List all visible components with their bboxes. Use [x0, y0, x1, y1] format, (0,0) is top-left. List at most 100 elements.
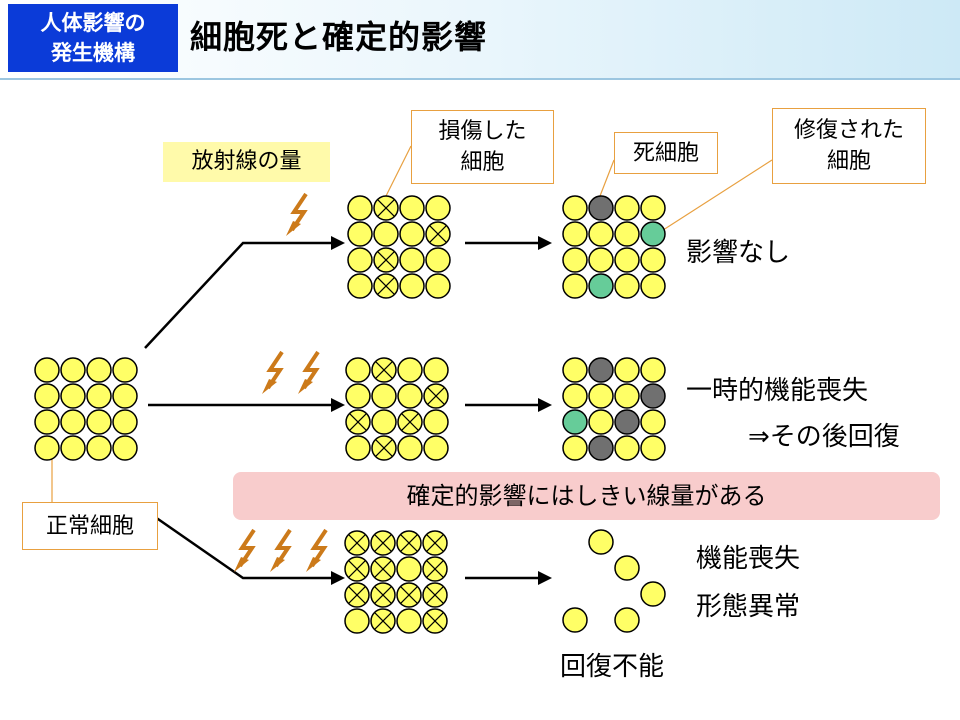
damage-mark	[426, 534, 444, 552]
cell-grid-normal	[34, 357, 138, 461]
normal-cell	[397, 357, 423, 383]
normal-cell	[34, 435, 60, 461]
normal-cell	[112, 357, 138, 383]
dead-callout-leader	[599, 159, 615, 197]
damage-mark	[377, 199, 395, 217]
normal-cell	[614, 247, 640, 273]
normal-cell	[588, 383, 614, 409]
normal-cell	[423, 409, 449, 435]
normal-cell	[34, 409, 60, 435]
damage-mark	[377, 277, 395, 295]
normal-cell	[588, 247, 614, 273]
damage-mark	[374, 560, 392, 578]
cell-grid-mid_result	[562, 357, 666, 461]
progress-arrow-head	[538, 571, 552, 585]
normal-cell	[399, 247, 425, 273]
normal-cell	[345, 383, 371, 409]
arrow-head	[331, 571, 345, 585]
damage-mark	[426, 612, 444, 630]
normal-cell	[640, 357, 666, 383]
normal-cell	[425, 273, 451, 299]
radiation-bolt-tip	[286, 221, 301, 236]
damage-mark	[426, 586, 444, 604]
dead-cell-label: 死細胞	[632, 140, 699, 166]
normal-cell	[562, 247, 588, 273]
threshold-banner: 確定的影響にはしきい線量がある	[233, 472, 940, 520]
normal-cell-label: 正常細胞	[45, 513, 134, 539]
repaired-cell-callout: 修復された 細胞	[772, 108, 926, 184]
dead-cell	[614, 409, 640, 435]
repaired-cell	[562, 409, 588, 435]
section-tag-line2: 発生機構	[51, 41, 135, 65]
repaired-cell-line1: 修復された	[793, 118, 904, 143]
repaired-cell-line2: 細胞	[826, 149, 871, 174]
normal-cell	[345, 435, 371, 461]
damage-mark	[348, 534, 366, 552]
normal-cell	[86, 383, 112, 409]
normal-cell	[86, 435, 112, 461]
radiation-bolt	[310, 528, 328, 568]
dead-scattered-cell	[588, 529, 614, 555]
damaged-callout-leader	[383, 145, 412, 201]
normal-cell	[640, 435, 666, 461]
damaged-cell-line1: 損傷した	[438, 119, 527, 144]
normal-cell	[562, 357, 588, 383]
cell-grid-high_damaged	[344, 530, 448, 634]
normal-cell	[112, 435, 138, 461]
damage-mark	[348, 586, 366, 604]
damage-mark	[400, 586, 418, 604]
normal-cell	[345, 357, 371, 383]
normal-cell	[347, 221, 373, 247]
arrow-head	[331, 236, 345, 250]
normal-cell	[640, 195, 666, 221]
damage-mark	[374, 586, 392, 604]
normal-cell	[34, 357, 60, 383]
normal-cell	[373, 221, 399, 247]
normal-cell	[614, 357, 640, 383]
repaired-cell	[588, 273, 614, 299]
cell-grid-low_result	[562, 195, 666, 299]
normal-cell	[112, 383, 138, 409]
damage-mark	[401, 413, 419, 431]
normal-cell	[399, 273, 425, 299]
section-tag-line1: 人体影響の	[40, 11, 146, 35]
normal-cell	[60, 435, 86, 461]
normal-cell	[562, 435, 588, 461]
normal-cell	[347, 247, 373, 273]
radiation-bolt-tip	[298, 379, 313, 394]
irrecoverable-label: 回復不能	[560, 652, 665, 682]
function-loss-label: 機能喪失	[696, 544, 801, 574]
normal-cell	[397, 383, 423, 409]
normal-cell	[112, 409, 138, 435]
dead-cell	[588, 357, 614, 383]
normal-cell	[344, 608, 370, 634]
dead-scattered-cell	[562, 607, 588, 633]
morphology-label: 形態異常	[696, 592, 801, 622]
no-effect-label: 影響なし	[686, 238, 791, 268]
dead-cell	[588, 435, 614, 461]
normal-cell	[562, 383, 588, 409]
normal-cell	[614, 383, 640, 409]
dead-cell	[588, 195, 614, 221]
radiation-bolt	[290, 192, 308, 232]
normal-cell	[423, 435, 449, 461]
normal-cell	[614, 221, 640, 247]
normal-cell	[86, 409, 112, 435]
damage-mark	[427, 387, 445, 405]
normal-cell	[60, 383, 86, 409]
dose-label: 放射線の量	[163, 142, 330, 182]
dead-scattered-cell	[640, 581, 666, 607]
normal-cell	[371, 409, 397, 435]
normal-cell	[86, 357, 112, 383]
normal-cell	[396, 556, 422, 582]
branch-line-low	[144, 241, 333, 349]
normal-cell	[588, 221, 614, 247]
normal-cell	[399, 195, 425, 221]
normal-cell	[640, 409, 666, 435]
radiation-bolt	[266, 350, 284, 390]
normal-cell	[347, 273, 373, 299]
normal-cell	[60, 409, 86, 435]
damage-mark	[349, 413, 367, 431]
